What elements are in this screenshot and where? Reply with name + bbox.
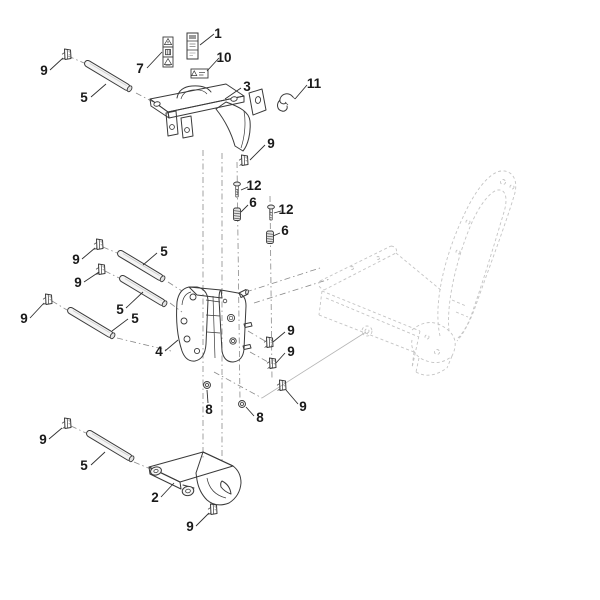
part-6-spring <box>266 230 274 244</box>
callout-5e: 5 <box>80 458 88 473</box>
part-9-clip <box>42 293 53 306</box>
part-12-screw <box>233 181 241 198</box>
axis-to-frame-hole <box>261 331 367 399</box>
warning-triangle-icon <box>163 57 173 65</box>
warning-triangle-icon <box>163 37 173 45</box>
part-8-nut <box>203 381 211 389</box>
part-9-clip <box>238 154 249 167</box>
part-4-center-bracket <box>176 286 253 363</box>
part-6-springs <box>233 207 274 244</box>
part-6-spring <box>233 207 241 221</box>
part-2-lower-bracket <box>148 451 242 506</box>
callout-9d: 9 <box>74 275 82 290</box>
callout-1: 1 <box>214 26 222 41</box>
part-3-upper-bracket <box>149 83 267 152</box>
construction-axis-lines <box>51 55 367 471</box>
callout-9j: 9 <box>186 519 194 534</box>
callout-11: 11 <box>307 76 322 91</box>
part-8-nut <box>238 400 246 408</box>
part-5-pins <box>65 58 169 464</box>
callout-9c: 9 <box>72 252 80 267</box>
part-11-spring-clip <box>277 93 296 112</box>
callout-6a: 6 <box>249 195 257 210</box>
part-12-screw <box>267 204 275 221</box>
callout-9g: 9 <box>287 344 295 359</box>
part-10-label <box>190 68 209 79</box>
warning-triangle-icon <box>191 70 198 76</box>
part-9-clip <box>207 503 218 516</box>
callout-7: 7 <box>136 61 144 76</box>
part-9-clip <box>61 48 72 61</box>
callout-9b: 9 <box>267 136 275 151</box>
callout-9a: 9 <box>40 63 48 78</box>
part-5-pin <box>84 428 136 464</box>
callout-leader-lines <box>29 33 308 527</box>
callout-labels: 1 7 10 3 11 9 5 9 12 6 12 6 9 9 5 5 9 5 … <box>20 26 321 534</box>
callout-8b: 8 <box>256 410 264 425</box>
callout-6b: 6 <box>281 223 289 238</box>
manual-book-icon <box>165 49 171 56</box>
callout-9f: 9 <box>287 323 295 338</box>
callout-5b: 5 <box>160 244 168 259</box>
part-1-label-sticker <box>186 32 199 60</box>
callout-9e: 9 <box>20 311 28 326</box>
part-9-clip <box>61 417 72 430</box>
callout-9h: 9 <box>299 399 307 414</box>
callout-10: 10 <box>216 50 231 65</box>
reference-frame-assembly <box>318 170 517 376</box>
part-5-pin <box>82 58 134 94</box>
callout-12b: 12 <box>278 202 293 217</box>
callout-5a: 5 <box>80 90 88 105</box>
callout-2: 2 <box>151 490 159 505</box>
callout-4: 4 <box>155 344 163 359</box>
part-9-clip <box>93 238 104 251</box>
callout-5c: 5 <box>116 302 124 317</box>
callout-9i: 9 <box>39 432 47 447</box>
callout-8a: 8 <box>205 402 213 417</box>
part-7-safety-labels <box>162 36 174 68</box>
callout-12a: 12 <box>246 178 261 193</box>
callout-3: 3 <box>243 79 251 94</box>
part-5-pin <box>65 305 117 341</box>
callout-5d: 5 <box>131 311 139 326</box>
